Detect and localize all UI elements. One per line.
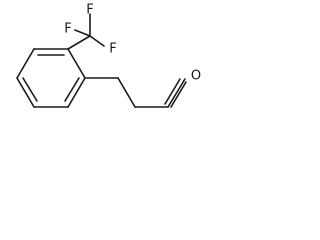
structure-canvas: F F F O xyxy=(0,0,220,134)
fluorine-right-label: F xyxy=(109,42,116,57)
ring-bond-6 xyxy=(16,48,35,79)
ring-to-cf3-bond xyxy=(67,35,91,50)
cf3-bond-right xyxy=(89,35,105,47)
molecule-structure: F F F O xyxy=(16,3,201,108)
ring-inner-bond-3 xyxy=(22,77,38,102)
ring-bond-2 xyxy=(67,48,86,79)
ring-bond-5 xyxy=(16,77,35,108)
chain-bond-4 xyxy=(167,78,186,108)
ring-inner-bond-2 xyxy=(64,77,80,102)
carbonyl-bond-outer xyxy=(164,78,181,105)
fluorine-left-label: F xyxy=(64,22,71,37)
carbonyl-bond-inner xyxy=(170,81,187,108)
cf3-bond-left xyxy=(74,29,91,37)
oxygen-label: O xyxy=(191,69,201,84)
chain-bond-2 xyxy=(117,77,136,108)
fluorine-top-label: F xyxy=(86,3,93,18)
ring-bond-3 xyxy=(67,77,86,108)
